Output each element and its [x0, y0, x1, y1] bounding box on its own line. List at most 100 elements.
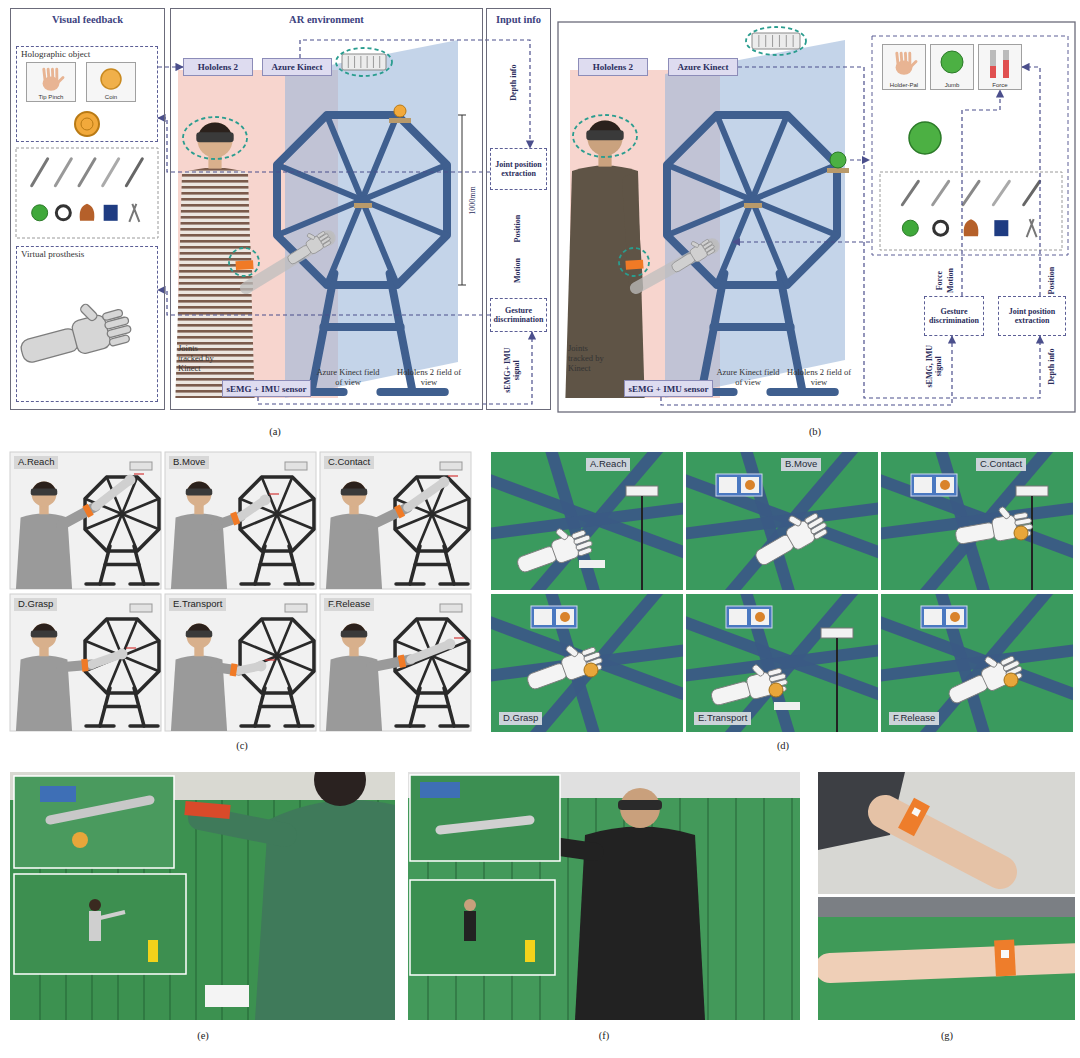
wheel-brace [260, 563, 294, 567]
thumb [307, 233, 316, 240]
photo-ground [320, 594, 471, 731]
head [32, 482, 57, 507]
prosthesis-hand [941, 645, 1025, 708]
phase-photo [320, 452, 471, 589]
phase-photo [320, 594, 471, 731]
tool [79, 159, 95, 186]
wheel-spoke [362, 165, 447, 200]
tool [55, 159, 71, 186]
target-marker [265, 659, 275, 660]
coin-inner [81, 118, 93, 130]
card [936, 477, 954, 493]
phase-label: F.Release [324, 598, 374, 611]
head [342, 624, 367, 649]
phase-photo [165, 452, 316, 589]
thumb [910, 62, 916, 68]
target-ball [830, 152, 846, 168]
kinect-grille [367, 56, 368, 68]
signal-label: Position [513, 203, 522, 253]
panel-column: Visual feedbackHolographic objectTip Pin… [10, 8, 165, 410]
kinect-device [342, 54, 386, 70]
panel-caption: (b) [795, 426, 835, 438]
hair [314, 772, 366, 806]
semg-band [994, 940, 1016, 977]
hand [125, 475, 136, 486]
kinect-body [752, 33, 800, 49]
wheel-foot [86, 582, 114, 586]
thumb [57, 78, 63, 84]
card-panel [921, 606, 967, 628]
photo-f [408, 772, 800, 1020]
tag-label: Hololens 2 [195, 62, 241, 72]
photo-ground [10, 452, 161, 589]
photo-ground [10, 594, 161, 731]
wheel-brace [323, 323, 400, 331]
headset [341, 631, 368, 638]
hand [445, 639, 456, 650]
wheel-spoke [432, 499, 469, 514]
phase-label: C.Contact [324, 456, 374, 469]
wheel-spoke [277, 641, 314, 656]
photo-e [10, 754, 395, 1020]
virtual-beam [491, 477, 683, 556]
kinect-grille [772, 35, 773, 47]
hand [260, 495, 271, 506]
virtual-beam [686, 619, 878, 698]
photo-g [818, 772, 1080, 1020]
prosthesis-hand [14, 293, 134, 369]
plate [389, 118, 411, 123]
card [556, 609, 574, 625]
wheel-frame [395, 477, 469, 584]
object-frame [16, 148, 158, 238]
kinect-grille [786, 35, 787, 47]
kinect-device [440, 462, 462, 470]
virtual-beam [491, 507, 683, 535]
kinect-device [626, 486, 658, 496]
forearm [710, 680, 752, 706]
panel-heading: AR environment [171, 9, 482, 25]
tool [993, 181, 1009, 204]
kinect-device [821, 628, 853, 638]
wheel-frame [277, 115, 447, 392]
wheel-spoke [262, 619, 277, 656]
target-marker [454, 637, 464, 638]
tag-label: sEMG + IMU sensor [224, 384, 310, 394]
device-tag: sEMG + IMU sensor [624, 380, 713, 397]
tool [103, 159, 119, 186]
semg-band [230, 663, 238, 676]
panel-caption: (d) [763, 740, 803, 752]
coin-icon [940, 480, 950, 490]
headset [186, 489, 213, 496]
wheel-brace [713, 323, 790, 331]
coin [72, 832, 88, 848]
annotation: Hololens 2 field of view [786, 368, 852, 388]
wheel-spoke [717, 115, 752, 200]
card-panel [420, 782, 460, 798]
force-level [1003, 60, 1009, 78]
tripod [1031, 496, 1033, 590]
wheel-foot [396, 582, 424, 586]
forearm [411, 644, 450, 660]
annotation: Hololens 2 field of view [394, 368, 464, 388]
small-body [464, 911, 476, 941]
wheel-spoke [667, 200, 752, 235]
finger [47, 69, 51, 80]
prosthesis-hand [952, 502, 1034, 549]
wheel-rim [85, 619, 159, 693]
card-label: Force [991, 82, 1008, 89]
phase-label: B.Move [781, 458, 821, 471]
kinect-grille [373, 56, 374, 68]
head [187, 482, 212, 507]
blue-box [104, 205, 118, 221]
highlight-ellipse [336, 48, 392, 76]
tag-label: sEMG + IMU sensor [626, 384, 712, 394]
finger [813, 529, 828, 540]
virtual-arm [440, 820, 530, 830]
inset-photo [410, 880, 555, 975]
small-arm [100, 912, 125, 918]
semg-band [898, 798, 930, 836]
coin-icon [950, 612, 960, 622]
virtual-beam [686, 649, 878, 677]
card-label: Holder-Pal [889, 82, 919, 89]
